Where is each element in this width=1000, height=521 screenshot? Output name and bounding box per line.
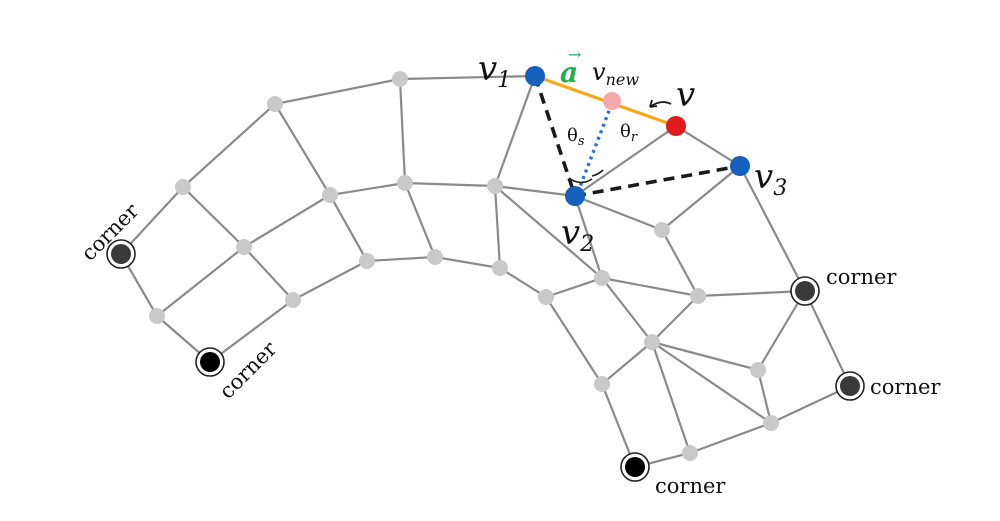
- corner-node-left-bottom: [195, 347, 225, 377]
- corner-node-right-lower: [835, 371, 865, 401]
- node-v2: [565, 186, 585, 206]
- theta-s-arc: [568, 177, 593, 184]
- projection-dotted-line: [576, 102, 614, 193]
- label-corner-left-bottom: corner: [215, 336, 282, 403]
- edge-v2-v3-dashed: [574, 164, 741, 198]
- label-vector-a: a: [560, 56, 578, 89]
- label-corner-right-upper: corner: [826, 265, 897, 289]
- mesh-nodes: [149, 71, 779, 461]
- label-theta-r: θr: [620, 121, 638, 145]
- label-v-new: vnew: [592, 58, 639, 89]
- corner-node-bottom: [620, 452, 650, 482]
- label-v3: v3: [754, 157, 787, 201]
- label-corner-bottom: corner: [655, 474, 726, 498]
- label-vector-a-arrow: →: [568, 45, 581, 64]
- mesh-edges: [119, 74, 852, 469]
- label-theta-s: θs: [567, 125, 585, 149]
- edge-v1-v2-dashed: [533, 75, 577, 197]
- rotation-arrow-head: [649, 99, 658, 108]
- node-v: [666, 116, 686, 136]
- label-v1: v1: [478, 49, 511, 93]
- label-corner-right-lower: corner: [870, 375, 941, 399]
- theta-r-arc: [591, 169, 604, 177]
- rotation-arrow-icon: [649, 101, 672, 108]
- corner-node-left-top: [106, 239, 136, 269]
- node-v-new: [603, 92, 621, 110]
- corner-node-right-upper: [790, 276, 820, 306]
- node-v1: [525, 66, 545, 86]
- label-v: v: [676, 75, 695, 115]
- node-v3: [730, 156, 750, 176]
- label-v2: v2: [561, 213, 594, 257]
